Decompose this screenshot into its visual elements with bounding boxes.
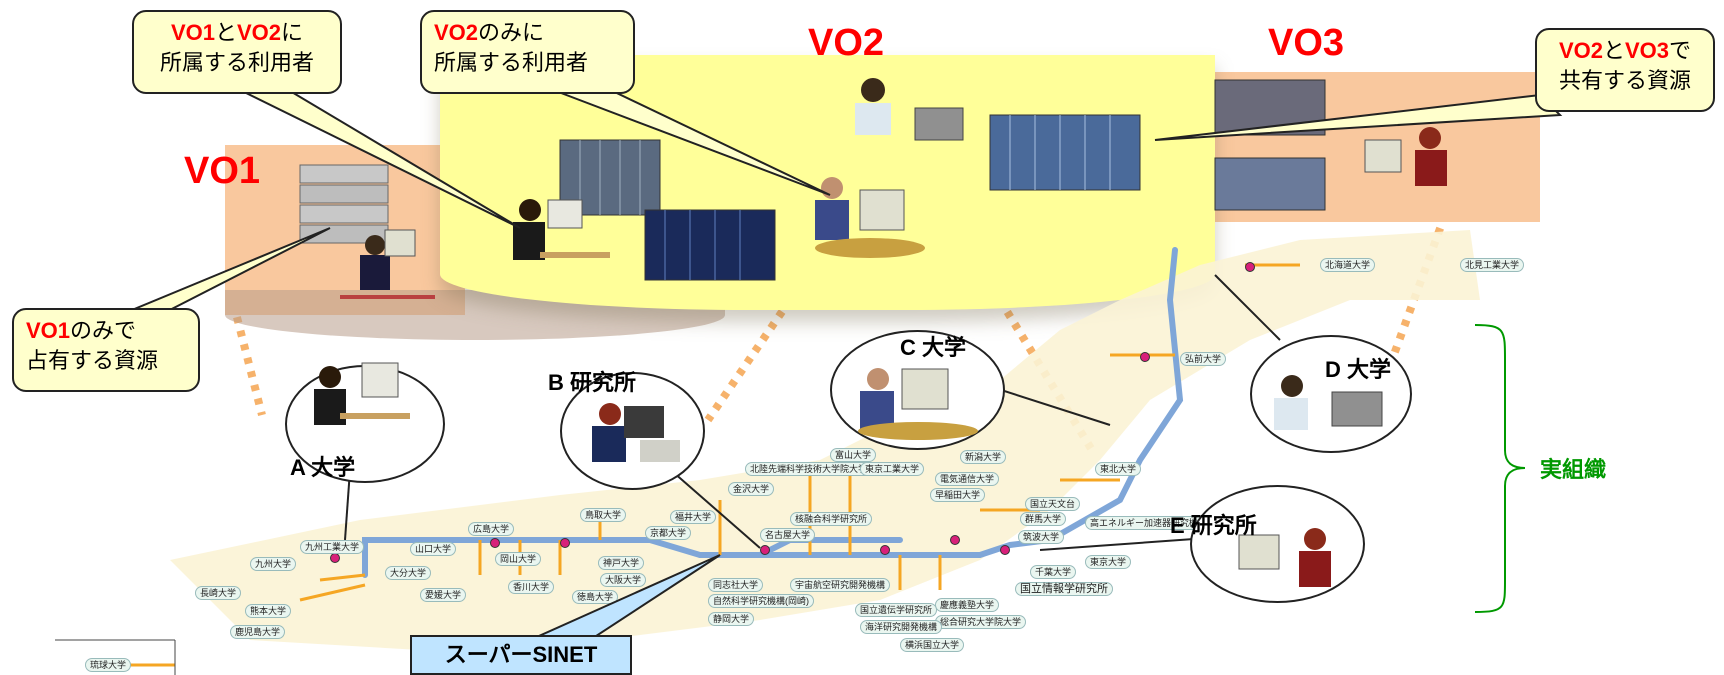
institution-label: 香川大学 xyxy=(508,580,555,594)
e-lab-label: E 研究所 xyxy=(1170,513,1257,538)
institution-label: 岡山大学 xyxy=(495,552,542,566)
callout-vo1-vo2-users: VO1とVO2に 所属する利用者 xyxy=(132,10,342,94)
institution-label: 静岡大学 xyxy=(708,612,755,626)
b-lab-user-icon xyxy=(592,403,680,462)
institution-label: 大阪大学 xyxy=(600,573,647,587)
institution-label: 九州大学 xyxy=(250,557,297,571)
server-stack-icon xyxy=(299,164,389,244)
network-node xyxy=(950,535,960,545)
d-univ-user-icon xyxy=(1274,375,1383,430)
institution-label: 電気通信大学 xyxy=(935,472,1000,486)
institution-label: 大分大学 xyxy=(385,566,432,580)
institution-label: 自然科学研究機構(岡崎) xyxy=(708,594,814,608)
institution-label: 国立情報学研究所 xyxy=(1015,582,1113,596)
institution-label: 弘前大学 xyxy=(1180,352,1227,366)
institution-label: 東京大学 xyxy=(1085,555,1132,569)
institution-label: 北陸先端科学技術大学院大学 xyxy=(745,462,873,476)
institution-label: 核融合科学研究所 xyxy=(790,512,873,526)
network-node xyxy=(880,545,890,555)
institution-label: 新潟大学 xyxy=(960,450,1007,464)
institution-label: 総合研究大学院大学 xyxy=(935,615,1027,629)
institution-label: 富山大学 xyxy=(830,448,877,462)
vo1-label: VO1 xyxy=(184,150,261,192)
institution-label: 筑波大学 xyxy=(1018,530,1065,544)
institution-label: 琉球大学 xyxy=(85,658,132,672)
a-univ-user-icon xyxy=(314,362,410,425)
vo1-user-icon xyxy=(340,229,435,299)
institution-label: 広島大学 xyxy=(468,522,515,536)
e-lab-user-icon xyxy=(1238,528,1331,587)
institution-label: 熊本大学 xyxy=(245,604,292,618)
institution-label: 鹿児島大学 xyxy=(230,625,286,639)
institution-label: 高エネルギー加速器研究機構 xyxy=(1085,516,1213,530)
institution-label: 金沢大学 xyxy=(728,482,775,496)
vo2-label: VO2 xyxy=(808,22,885,64)
c-univ-user-icon xyxy=(858,368,978,440)
institution-label: 宇宙航空研究開発機構 xyxy=(790,578,891,592)
institution-label: 千葉大学 xyxy=(1030,565,1077,579)
okinawa-inset xyxy=(55,639,176,675)
sinet-label: スーパーSINET xyxy=(410,635,632,675)
institution-label: 国立遺伝学研究所 xyxy=(855,603,938,617)
institution-label: 北海道大学 xyxy=(1320,258,1376,272)
institution-label: 横浜国立大学 xyxy=(900,638,965,652)
institution-label: 愛媛大学 xyxy=(420,588,467,602)
institution-label: 東北大学 xyxy=(1095,462,1142,476)
institution-label: 北見工業大学 xyxy=(1460,258,1525,272)
institution-label: 東京工業大学 xyxy=(860,462,925,476)
callout-vo2-only-users: VO2のみに 所属する利用者 xyxy=(420,10,635,94)
network-node xyxy=(760,545,770,555)
institution-label: 鳥取大学 xyxy=(580,508,627,522)
institution-label: 徳島大学 xyxy=(572,590,619,604)
c-univ-label: C 大学 xyxy=(900,335,967,360)
institution-label: 早稲田大学 xyxy=(930,488,986,502)
network-node xyxy=(1000,545,1010,555)
network-node xyxy=(1140,352,1150,362)
institution-label: 神戸大学 xyxy=(598,556,645,570)
b-lab-label: B 研究所 xyxy=(548,370,637,395)
vo2-user-icon xyxy=(513,78,964,260)
vo3-label: VO3 xyxy=(1268,22,1345,64)
real-org-brace xyxy=(1474,324,1526,613)
institution-label: 群馬大学 xyxy=(1020,512,1067,526)
institution-label: 国立天文台 xyxy=(1025,497,1081,511)
institution-label: 京都大学 xyxy=(645,526,692,540)
vo3-user-icon xyxy=(1364,127,1447,186)
institution-label: 名古屋大学 xyxy=(760,528,816,542)
network-node xyxy=(1245,262,1255,272)
institution-label: 海洋研究開発機構 xyxy=(860,620,943,634)
a-univ-label: A 大学 xyxy=(290,455,356,480)
institution-label: 九州工業大学 xyxy=(300,540,365,554)
institution-label: 山口大学 xyxy=(410,542,457,556)
institution-label: 長崎大学 xyxy=(195,586,242,600)
d-univ-bubble xyxy=(1250,335,1412,453)
network-node xyxy=(490,538,500,548)
network-node xyxy=(560,538,570,548)
institution-label: 福井大学 xyxy=(670,510,717,524)
callout-vo2-vo3-shared: VO2とVO3で 共有する資源 xyxy=(1535,28,1715,112)
institution-label: 同志社大学 xyxy=(708,578,764,592)
supercomputer-icon xyxy=(559,114,1141,281)
real-org-label: 実組織 xyxy=(1540,457,1607,482)
d-univ-label: D 大学 xyxy=(1325,357,1392,382)
callout-vo1-only-resource: VO1のみで 占有する資源 xyxy=(12,308,200,392)
